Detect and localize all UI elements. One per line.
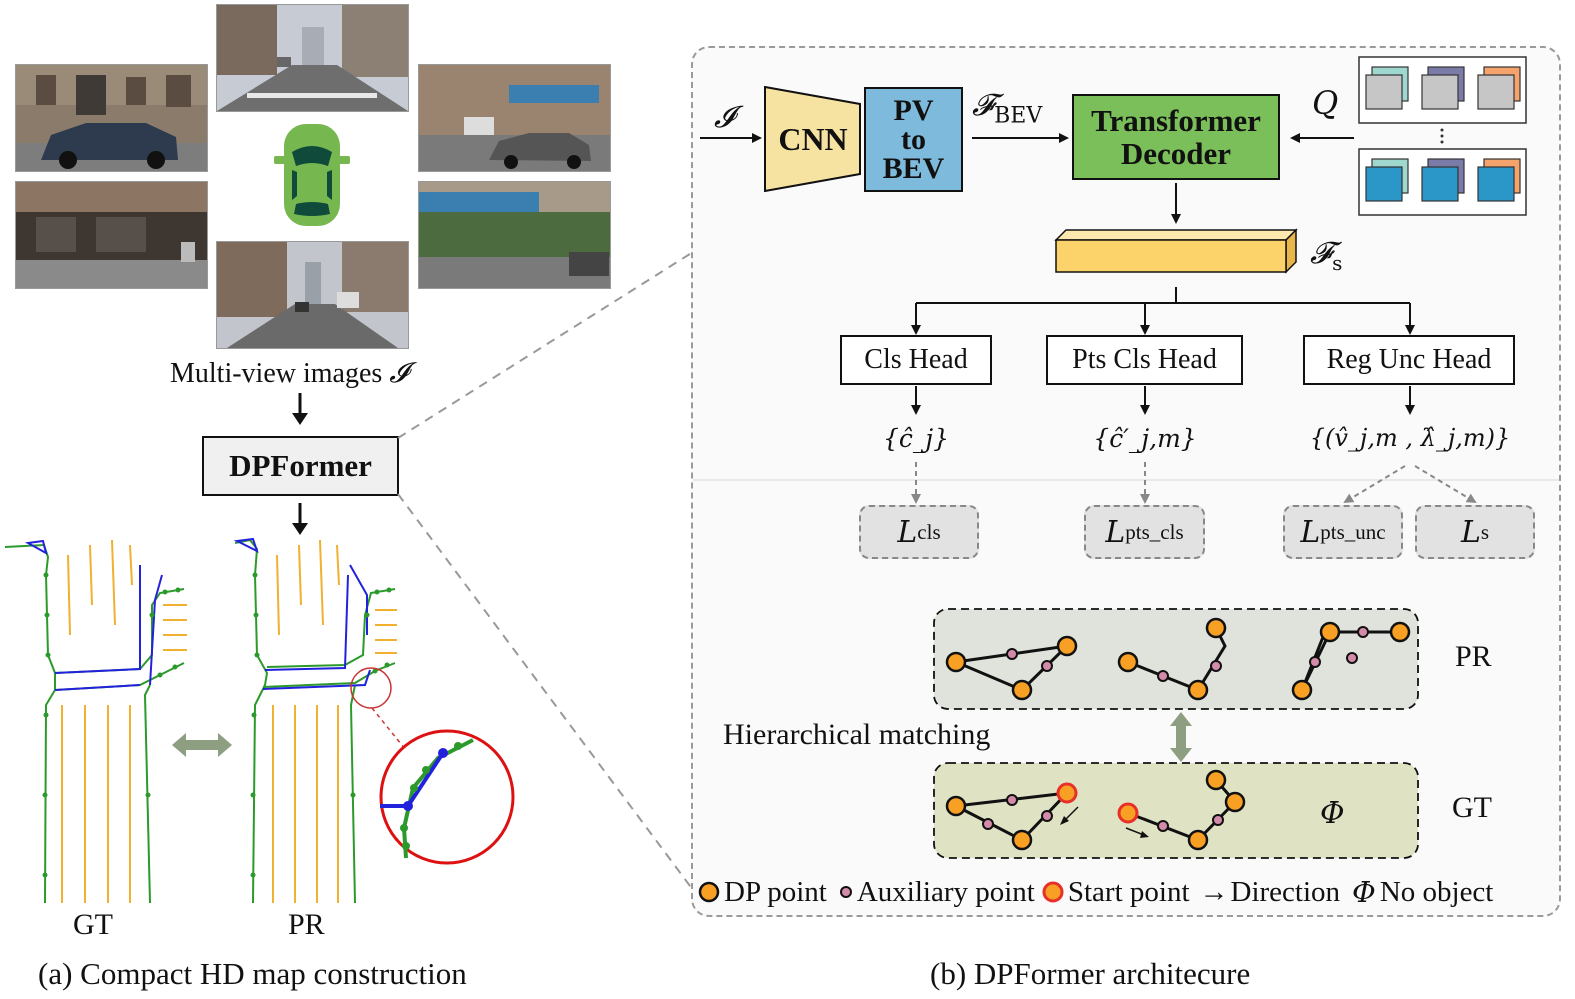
gt-region-label: GT [1452,791,1492,824]
dpformer-box: DPFormer [202,436,399,496]
loss-s-subscript: s [1480,519,1490,544]
cls-head: Cls Head [840,335,992,385]
legend-start-point: Start point [1067,875,1190,908]
camera-front-left-image [16,65,207,171]
decoder-line-1: Transformer [1091,103,1261,138]
dpformer-label: DPFormer [229,448,372,483]
camera-back-left-image [16,182,207,288]
gt-map-label: GT [73,908,113,941]
multiview-caption: Multi-view images 𝓘 [170,356,408,390]
camera-front [216,4,409,112]
legend-start-point-icon [1042,881,1064,903]
legend-dp-point: DP point [724,875,827,908]
arrow-multiview-to-model [292,393,308,425]
loss-pts-cls-subscript: pts_cls [1125,519,1184,544]
cnn-label: CNN [778,120,848,157]
panel-divider [693,479,1559,481]
arrow-model-to-map [292,503,308,535]
pts-cls-head: Pts Cls Head [1046,335,1243,385]
matching-diagram [933,608,1419,859]
legend-aux-point-icon [839,886,852,898]
bev-feature-subscript: BEV [994,103,1043,129]
pr-map [233,537,397,904]
fs-symbol: 𝓕 [1310,236,1333,271]
loss-cls-subscript: cls [917,519,941,544]
reg-unc-head: Reg Unc Head [1303,335,1515,385]
bev-label: BEV [882,152,945,185]
legend-phi: Φ [1352,875,1376,909]
to-label: to [901,123,926,156]
bev-feature-symbol: 𝓕 [972,88,995,123]
cnn-block [764,86,861,192]
cls-output: {ĉ_j} [882,423,950,453]
legend-direction-arrow: → [1199,875,1229,908]
gt-map [4,539,187,904]
query-tokens [1358,56,1527,216]
camera-front-left [15,64,208,172]
camera-back [216,241,409,349]
decoder-line-2: Decoder [1120,136,1232,171]
reg-unc-output: {(v̂_j,m , λ̂_j,m)} [1309,424,1511,452]
loss-pts-cls-symbol: L [1105,514,1126,550]
loss-pts-unc-symbol: L [1300,514,1321,550]
legend-no-object: No object [1379,875,1494,908]
input-symbol: 𝓘 [714,100,735,135]
reg-unc-head-label: Reg Unc Head [1326,344,1492,375]
pts-cls-output: {ĉ′_j,m} [1093,423,1197,453]
ego-car-icon [274,124,350,226]
fs-feature-block [1054,228,1298,274]
camera-front-image [217,5,408,111]
pv-to-bev-block: PV to BEV [864,87,963,192]
fs-label: 𝓕s [1310,236,1342,275]
transformer-decoder-block: Transformer Decoder [1072,94,1280,180]
caption-a: (a) Compact HD map construction [38,956,467,991]
legend: DP point Auxiliary point Start point → D… [697,872,1493,912]
gt-pr-compare-arrow [172,733,232,757]
legend-direction: Direction [1230,875,1341,908]
camera-back-left [15,181,208,289]
legend-aux-point: Auxiliary point [856,875,1035,908]
pv-label: PV [893,94,934,127]
caption-b: (b) DPFormer architecure [930,956,1251,991]
pts-cls-head-label: Pts Cls Head [1072,344,1217,375]
cls-head-label: Cls Head [864,344,968,375]
fs-subscript: s [1332,251,1343,275]
loss-s-symbol: L [1460,514,1481,550]
bev-feature-label: 𝓕BEV [972,88,1042,129]
camera-front-right-image [419,65,610,171]
pr-region-label: PR [1455,640,1492,673]
loss-pts-unc-subscript: pts_unc [1320,519,1386,544]
multiview-caption-text: Multi-view images [170,358,383,389]
legend-dp-point-icon [698,881,720,903]
query-symbol: Q [1312,84,1339,122]
hierarchical-matching-label: Hierarchical matching [723,718,991,751]
camera-front-right [418,64,611,172]
loss-cls-symbol: L [897,514,918,550]
camera-back-image [217,242,408,348]
no-object-phi: Φ [1320,796,1345,831]
pr-map-label: PR [288,908,325,941]
